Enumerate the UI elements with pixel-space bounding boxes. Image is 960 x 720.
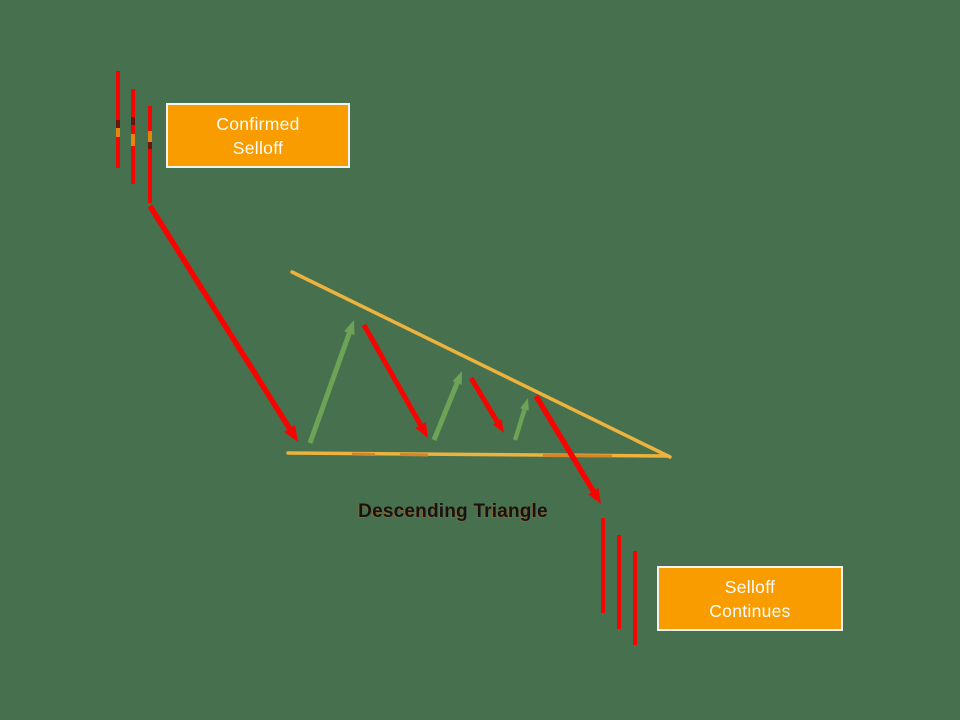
bounce-arrow-2 (431, 371, 462, 441)
selloff-continues-label: Selloff Continues (657, 566, 843, 631)
arrow-head-icon (588, 488, 601, 504)
bounce-arrow-3 (512, 398, 529, 441)
arrow-head-icon (284, 425, 298, 442)
bounce-arrow-1 (307, 320, 355, 444)
continuation-candles (601, 518, 637, 645)
drop-arrow-2 (468, 376, 504, 433)
breakdown-arrow (147, 204, 298, 442)
support-line-accents (351, 452, 613, 458)
arrow-shaft (147, 204, 292, 430)
confirmed-selloff-label: Confirmed Selloff (166, 103, 350, 168)
arrow-head-icon (452, 371, 462, 385)
support-accent-segment (542, 454, 613, 458)
arrow-head-icon (344, 320, 355, 336)
upper-descending-trendline (290, 270, 672, 459)
selloff-continues-line2: Continues (709, 600, 791, 621)
confirmed-selloff-line1: Confirmed (216, 113, 300, 134)
selloff-continues-line1: Selloff (724, 576, 776, 597)
arrow-head-icon (493, 419, 504, 433)
support-accent-segment (399, 453, 429, 457)
arrow-shaft (512, 408, 527, 441)
selloff-candles (116, 71, 152, 203)
breakout-arrow (533, 394, 601, 504)
support-accent-segment (351, 452, 376, 456)
arrow-shaft (533, 394, 596, 493)
arrow-shaft (468, 376, 500, 424)
pattern-title: Descending Triangle (358, 501, 548, 522)
arrow-head-icon (520, 398, 529, 411)
arrow-shaft (431, 382, 460, 441)
confirmed-selloff-line2: Selloff (232, 137, 284, 158)
arrow-head-icon (415, 422, 428, 438)
arrow-shaft (361, 323, 423, 427)
drop-arrow-1 (361, 323, 428, 438)
arrow-shaft (307, 332, 352, 444)
